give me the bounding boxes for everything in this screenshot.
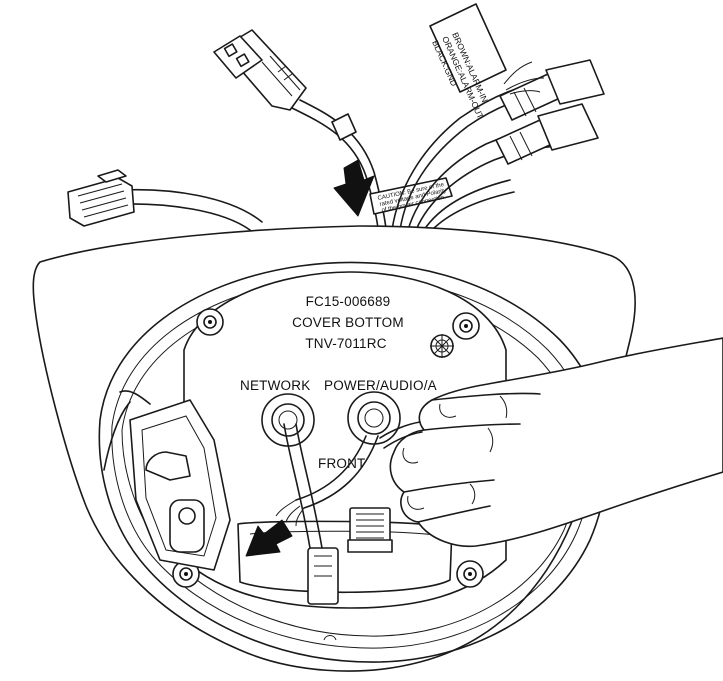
screw-top-right — [452, 312, 480, 340]
board-area — [237, 507, 453, 605]
network-port-label: NETWORK — [240, 378, 310, 393]
housing-notch — [323, 635, 337, 641]
screw-bottom-right — [456, 560, 484, 588]
rj45-connector — [67, 169, 135, 227]
power-audio-port-label: POWER/AUDIO/A — [324, 378, 437, 393]
hand-illustration — [379, 337, 723, 548]
alarm-cable-tag: BROWN:ALARM-IN ORANGE:ALARM-OUT BLACK:GN… — [429, 3, 507, 120]
cover-name-label: COVER BOTTOM — [292, 315, 404, 330]
power-plug-connector — [213, 29, 357, 141]
arrow-down-icon — [333, 159, 375, 217]
adjust-knob — [430, 334, 454, 358]
power-port-grommet — [347, 391, 401, 445]
network-port-grommet — [261, 393, 315, 447]
arrow-down-left-icon — [245, 519, 293, 557]
internal-bracket — [103, 390, 231, 571]
front-direction-label: FRONT — [318, 456, 366, 471]
cable-bundle: CAUTION: Be sure of the rated voltage an… — [67, 3, 605, 231]
screw-bottom-left — [172, 560, 200, 588]
internal-cables — [275, 423, 379, 549]
model-label: TNV-7011RC — [305, 336, 386, 351]
part-number-label: FC15-006689 — [306, 294, 391, 309]
rca-connectors — [495, 59, 605, 165]
screw-top-left — [196, 308, 224, 336]
